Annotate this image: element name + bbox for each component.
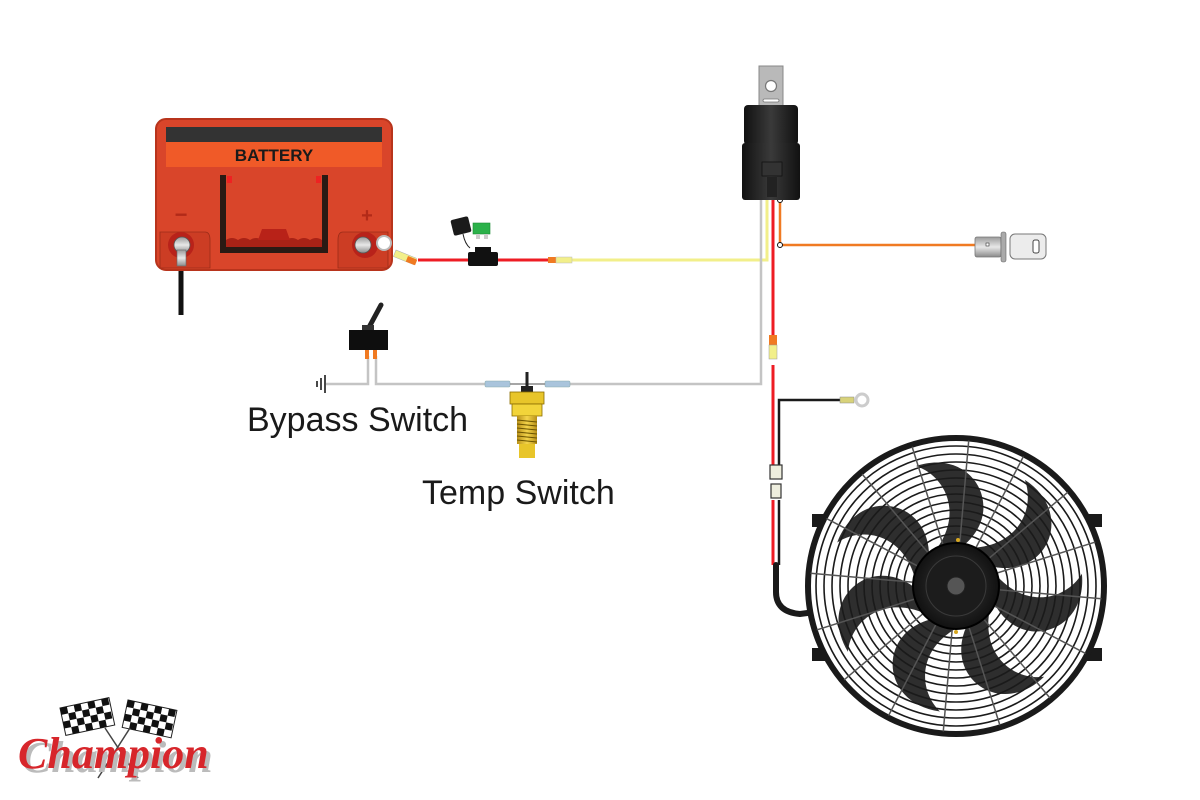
- connectors: [484, 256, 870, 499]
- temp-switch: Temp Switch: [422, 372, 615, 512]
- fuse-body: [468, 252, 498, 266]
- ring-terminal-sleeve: [839, 396, 855, 404]
- wire-yellow-to-relay: [572, 200, 769, 262]
- guard-ring: [863, 493, 1049, 679]
- butt-connector-blue: [484, 380, 511, 388]
- guard-ring: [879, 509, 1033, 663]
- guard-spoke: [887, 624, 937, 716]
- battery-label: BATTERY: [235, 146, 314, 165]
- wire-black-fan-ground: [777, 398, 840, 465]
- logo-text-shadow: Champion: [22, 733, 213, 782]
- butt-connector: [768, 344, 778, 360]
- fan-guard-spokes: [810, 440, 1102, 732]
- guard-spoke: [983, 619, 1051, 699]
- fan-connector-top: [769, 464, 783, 480]
- junction-dot: [777, 242, 783, 248]
- fan-guard-rings: [815, 445, 1097, 727]
- fuse-cap: [450, 216, 472, 236]
- wire-gray-bypass-ground: [326, 356, 370, 386]
- fan-cable: [773, 562, 948, 618]
- guard-ring: [823, 453, 1089, 719]
- guard-spoke: [999, 589, 1102, 600]
- wire-orange-ignition: [778, 200, 975, 247]
- ring-terminal: [376, 235, 392, 251]
- ring-terminal: [854, 392, 870, 408]
- guard-ring: [903, 533, 1009, 639]
- guard-spoke: [997, 541, 1096, 574]
- guard-ring: [839, 469, 1073, 703]
- wire-gray-temp-bypass: [374, 356, 488, 386]
- fan-blade: [892, 617, 966, 712]
- wires: [178, 197, 975, 618]
- spade-connector: [555, 256, 573, 264]
- guard-spoke: [826, 517, 918, 567]
- guard-ring: [831, 461, 1081, 711]
- guard-spoke: [816, 598, 915, 631]
- guard-spoke: [942, 629, 953, 732]
- butt-connector-blue: [544, 380, 571, 388]
- relay-body: [744, 105, 798, 145]
- battery-top-band: [166, 127, 382, 142]
- guard-ring: [855, 485, 1057, 687]
- bypass-switch: Bypass Switch: [247, 302, 468, 439]
- key-icon: [1009, 233, 1047, 260]
- relay: [742, 65, 800, 200]
- fan-connector-bottom: [770, 483, 782, 499]
- cooling-fan: [805, 435, 1107, 737]
- guard-spoke: [810, 572, 913, 583]
- fuse-holder: [450, 216, 498, 266]
- guard-ring: [871, 501, 1041, 671]
- fan-blade: [838, 575, 933, 652]
- positive-symbol: +: [361, 205, 373, 227]
- battery-label-band: [166, 142, 382, 167]
- guard-spoke: [959, 440, 970, 543]
- negative-symbol: −: [175, 202, 188, 227]
- guard-spoke: [994, 605, 1086, 655]
- guard-ring: [895, 525, 1017, 647]
- ignition-switch: [974, 231, 1047, 263]
- bypass-switch-label: Bypass Switch: [247, 401, 468, 439]
- ignition-barrel: [974, 236, 1002, 258]
- blade-fuse: [472, 222, 491, 235]
- temp-switch-label: Temp Switch: [422, 474, 615, 512]
- guard-spoke: [975, 456, 1025, 548]
- battery: BATTERY − +: [155, 118, 418, 271]
- switch-body: [349, 330, 388, 350]
- logo-text: Champion: [18, 729, 209, 778]
- champion-logo: Champion Champion: [18, 697, 213, 782]
- temp-switch-hex: [509, 391, 545, 405]
- ground-symbol: [316, 375, 326, 393]
- spade-connector: [548, 257, 556, 263]
- butt-connector: [769, 335, 777, 345]
- guard-spoke: [843, 613, 923, 681]
- guard-spoke: [861, 473, 929, 553]
- wire-gray-relay-temp: [568, 200, 763, 386]
- guard-ring: [847, 477, 1065, 695]
- guard-spoke: [911, 446, 944, 545]
- guard-ring: [887, 517, 1025, 655]
- checkered-flags-icon: [59, 697, 139, 779]
- guard-ring: [815, 445, 1097, 727]
- fan-blade: [961, 602, 1045, 694]
- guard-spoke: [989, 491, 1069, 559]
- guard-spoke: [968, 627, 1001, 726]
